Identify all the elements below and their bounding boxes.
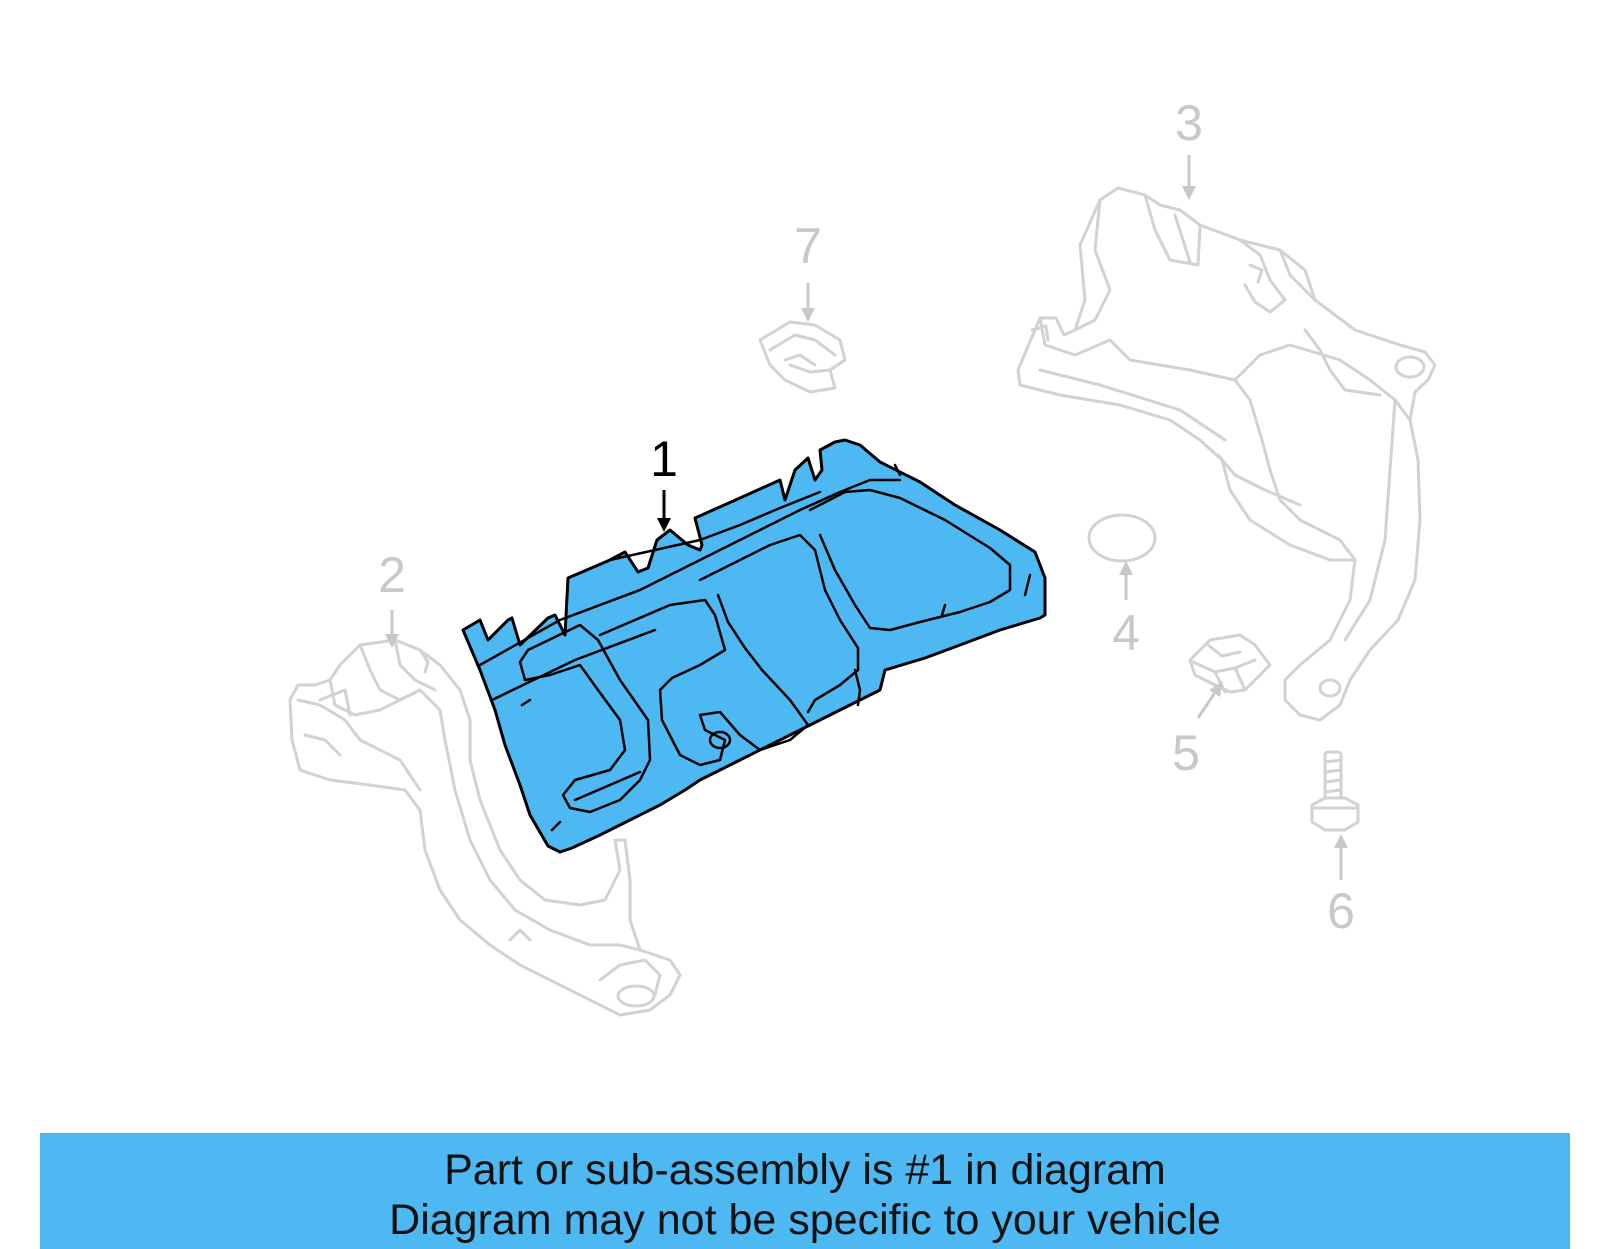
callout-7: 7	[794, 218, 822, 274]
callout-5: 5	[1172, 725, 1200, 781]
callout-6: 6	[1327, 883, 1355, 939]
leader-2-arrowhead	[385, 634, 399, 648]
leader-6-arrowhead	[1334, 834, 1348, 848]
part-4-grommet	[1087, 513, 1157, 563]
banner-line-1: Part or sub-assembly is #1 in diagram	[444, 1146, 1166, 1194]
part-1-splash-shield	[461, 438, 1047, 854]
leader-4-arrowhead	[1119, 561, 1133, 575]
part-7-clip	[758, 320, 847, 394]
banner-line-2: Diagram may not be specific to your vehi…	[389, 1196, 1221, 1244]
callout-2: 2	[378, 547, 406, 603]
leader-5-arrowhead	[1209, 681, 1223, 697]
part-3-crossmember-bracket	[1016, 186, 1437, 722]
leader-3-arrowhead	[1182, 186, 1196, 200]
callout-1: 1	[650, 431, 678, 487]
leader-1-arrowhead	[657, 518, 671, 532]
info-banner: Part or sub-assembly is #1 in diagram Di…	[40, 1133, 1570, 1249]
leader-7-arrowhead	[801, 308, 815, 322]
part-2-crossmember-bracket	[288, 638, 682, 1017]
callout-3: 3	[1175, 95, 1203, 151]
parts-diagram: 1 2 3 4 5 6 7	[288, 95, 1437, 1017]
part-5-nut-clip	[1188, 633, 1272, 694]
callout-4: 4	[1112, 605, 1140, 661]
part-6-bolt	[1310, 750, 1360, 832]
